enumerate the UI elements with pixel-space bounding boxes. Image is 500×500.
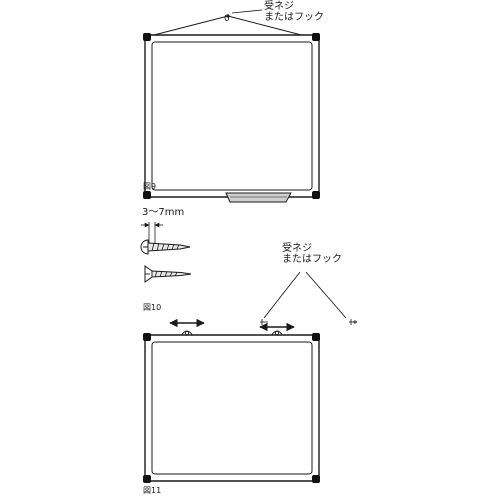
fig11-corner-tr bbox=[312, 333, 320, 341]
fig10-screws bbox=[140, 222, 192, 283]
fig9-corner-tl bbox=[143, 33, 151, 41]
fig9-marker-tray bbox=[225, 192, 292, 203]
fig9-board-surface bbox=[151, 41, 313, 191]
fig9-corner-bl bbox=[143, 191, 151, 199]
fig11-leader-left bbox=[263, 271, 301, 319]
fig9-leader-line bbox=[231, 9, 263, 14]
fig11-leader-right bbox=[305, 271, 347, 319]
fig11-corner-tl bbox=[143, 333, 151, 341]
fig10-dimension-label: 3〜7mm bbox=[142, 207, 185, 218]
fig10-caption: 図10 bbox=[143, 303, 162, 312]
fig11-board-surface bbox=[151, 341, 313, 475]
fig9-corner-tr bbox=[312, 33, 320, 41]
fig11-caption: 図11 bbox=[143, 486, 162, 495]
fig9-caption: 図9 bbox=[143, 182, 157, 191]
fig9-hanger-mark: 0 bbox=[224, 14, 230, 24]
fig11-whiteboard bbox=[143, 271, 357, 483]
fig9-whiteboard bbox=[143, 9, 320, 203]
fig11-corner-br bbox=[312, 475, 320, 483]
fig9-corner-br bbox=[312, 191, 320, 199]
fig9-label-hook: またはフック bbox=[264, 12, 324, 23]
fig11-screw-right-icon bbox=[349, 319, 357, 325]
fig11-label-hook: またはフック bbox=[282, 254, 342, 265]
round-head-screw-icon bbox=[140, 239, 191, 255]
fig11-screw-left-icon bbox=[260, 319, 268, 325]
fig9-label-screw: 受ネジ bbox=[264, 1, 294, 12]
fig11-label-screw: 受ネジ bbox=[282, 243, 312, 254]
fig9-hook-point bbox=[226, 14, 230, 18]
fig11-corner-bl bbox=[143, 475, 151, 483]
countersunk-screw-icon bbox=[144, 265, 192, 283]
